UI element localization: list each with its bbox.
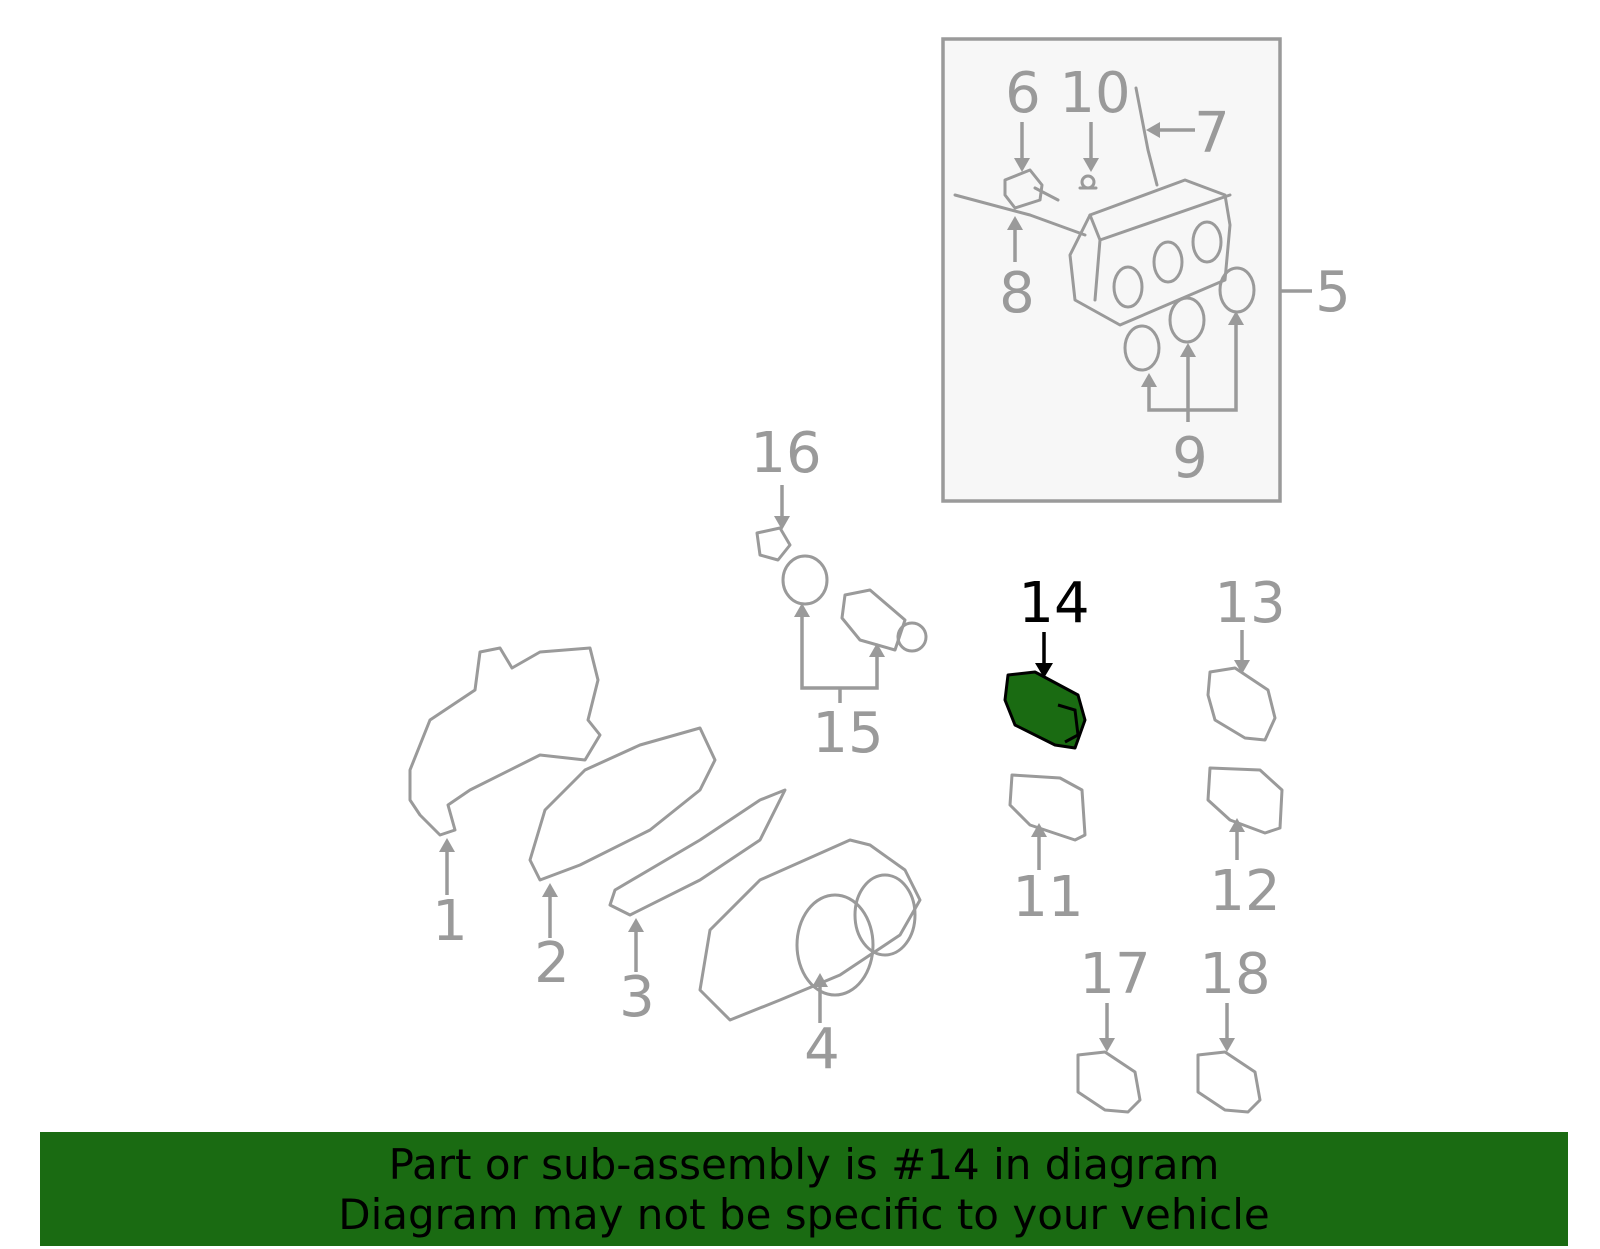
part-2-cluster-lens[interactable] xyxy=(528,726,717,882)
leader-lines xyxy=(439,122,1312,1052)
part-15-power-outlet[interactable] xyxy=(840,588,928,653)
part-4-cluster-bezel[interactable] xyxy=(698,838,922,1022)
part-7-cable[interactable] xyxy=(1134,86,1159,187)
part-13-switch[interactable] xyxy=(1206,666,1277,742)
part-18-switch[interactable] xyxy=(1196,1050,1262,1114)
callout-3: 3 xyxy=(619,965,655,1030)
banner-line-2: Diagram may not be specific to your vehi… xyxy=(338,1190,1270,1239)
callout-14: 14 xyxy=(1018,571,1089,636)
part-6-knob-bulb[interactable] xyxy=(1003,168,1060,210)
info-banner: Part or sub-assembly is #14 in diagram D… xyxy=(40,1132,1568,1246)
callout-8: 8 xyxy=(999,261,1035,326)
callout-2: 2 xyxy=(534,931,570,996)
part-17-switch[interactable] xyxy=(1076,1050,1142,1114)
callout-17: 17 xyxy=(1079,942,1150,1007)
callout-18: 18 xyxy=(1199,942,1270,1007)
callout-11: 11 xyxy=(1012,865,1083,930)
callout-9: 9 xyxy=(1172,426,1208,491)
part-3-cluster-mask[interactable] xyxy=(608,788,787,917)
part-10-clip[interactable] xyxy=(1078,174,1098,190)
callout-10: 10 xyxy=(1059,61,1130,126)
callout-12: 12 xyxy=(1209,859,1280,924)
callout-6: 6 xyxy=(1005,61,1041,126)
callout-13: 13 xyxy=(1214,571,1285,636)
part-9-knobs[interactable] xyxy=(1123,266,1256,372)
callout-5: 5 xyxy=(1315,260,1351,325)
callout-15: 15 xyxy=(812,701,883,766)
part-16-lighter[interactable] xyxy=(755,526,829,606)
part-5-climate-control-panel[interactable] xyxy=(1068,178,1232,327)
callout-16: 16 xyxy=(750,421,821,486)
banner-line-1: Part or sub-assembly is #14 in diagram xyxy=(388,1140,1220,1189)
callout-4: 4 xyxy=(804,1017,840,1082)
callout-1: 1 xyxy=(432,889,468,954)
part-14-switch-highlighted[interactable] xyxy=(1003,670,1087,750)
part-1-cluster-housing[interactable] xyxy=(408,646,602,837)
part-12-switch[interactable] xyxy=(1206,766,1284,835)
part-8-cable[interactable] xyxy=(953,193,1087,237)
callout-7: 7 xyxy=(1194,101,1230,166)
climate-control-inset-box xyxy=(941,37,1282,503)
part-11-hazard-switch[interactable] xyxy=(1008,773,1087,842)
